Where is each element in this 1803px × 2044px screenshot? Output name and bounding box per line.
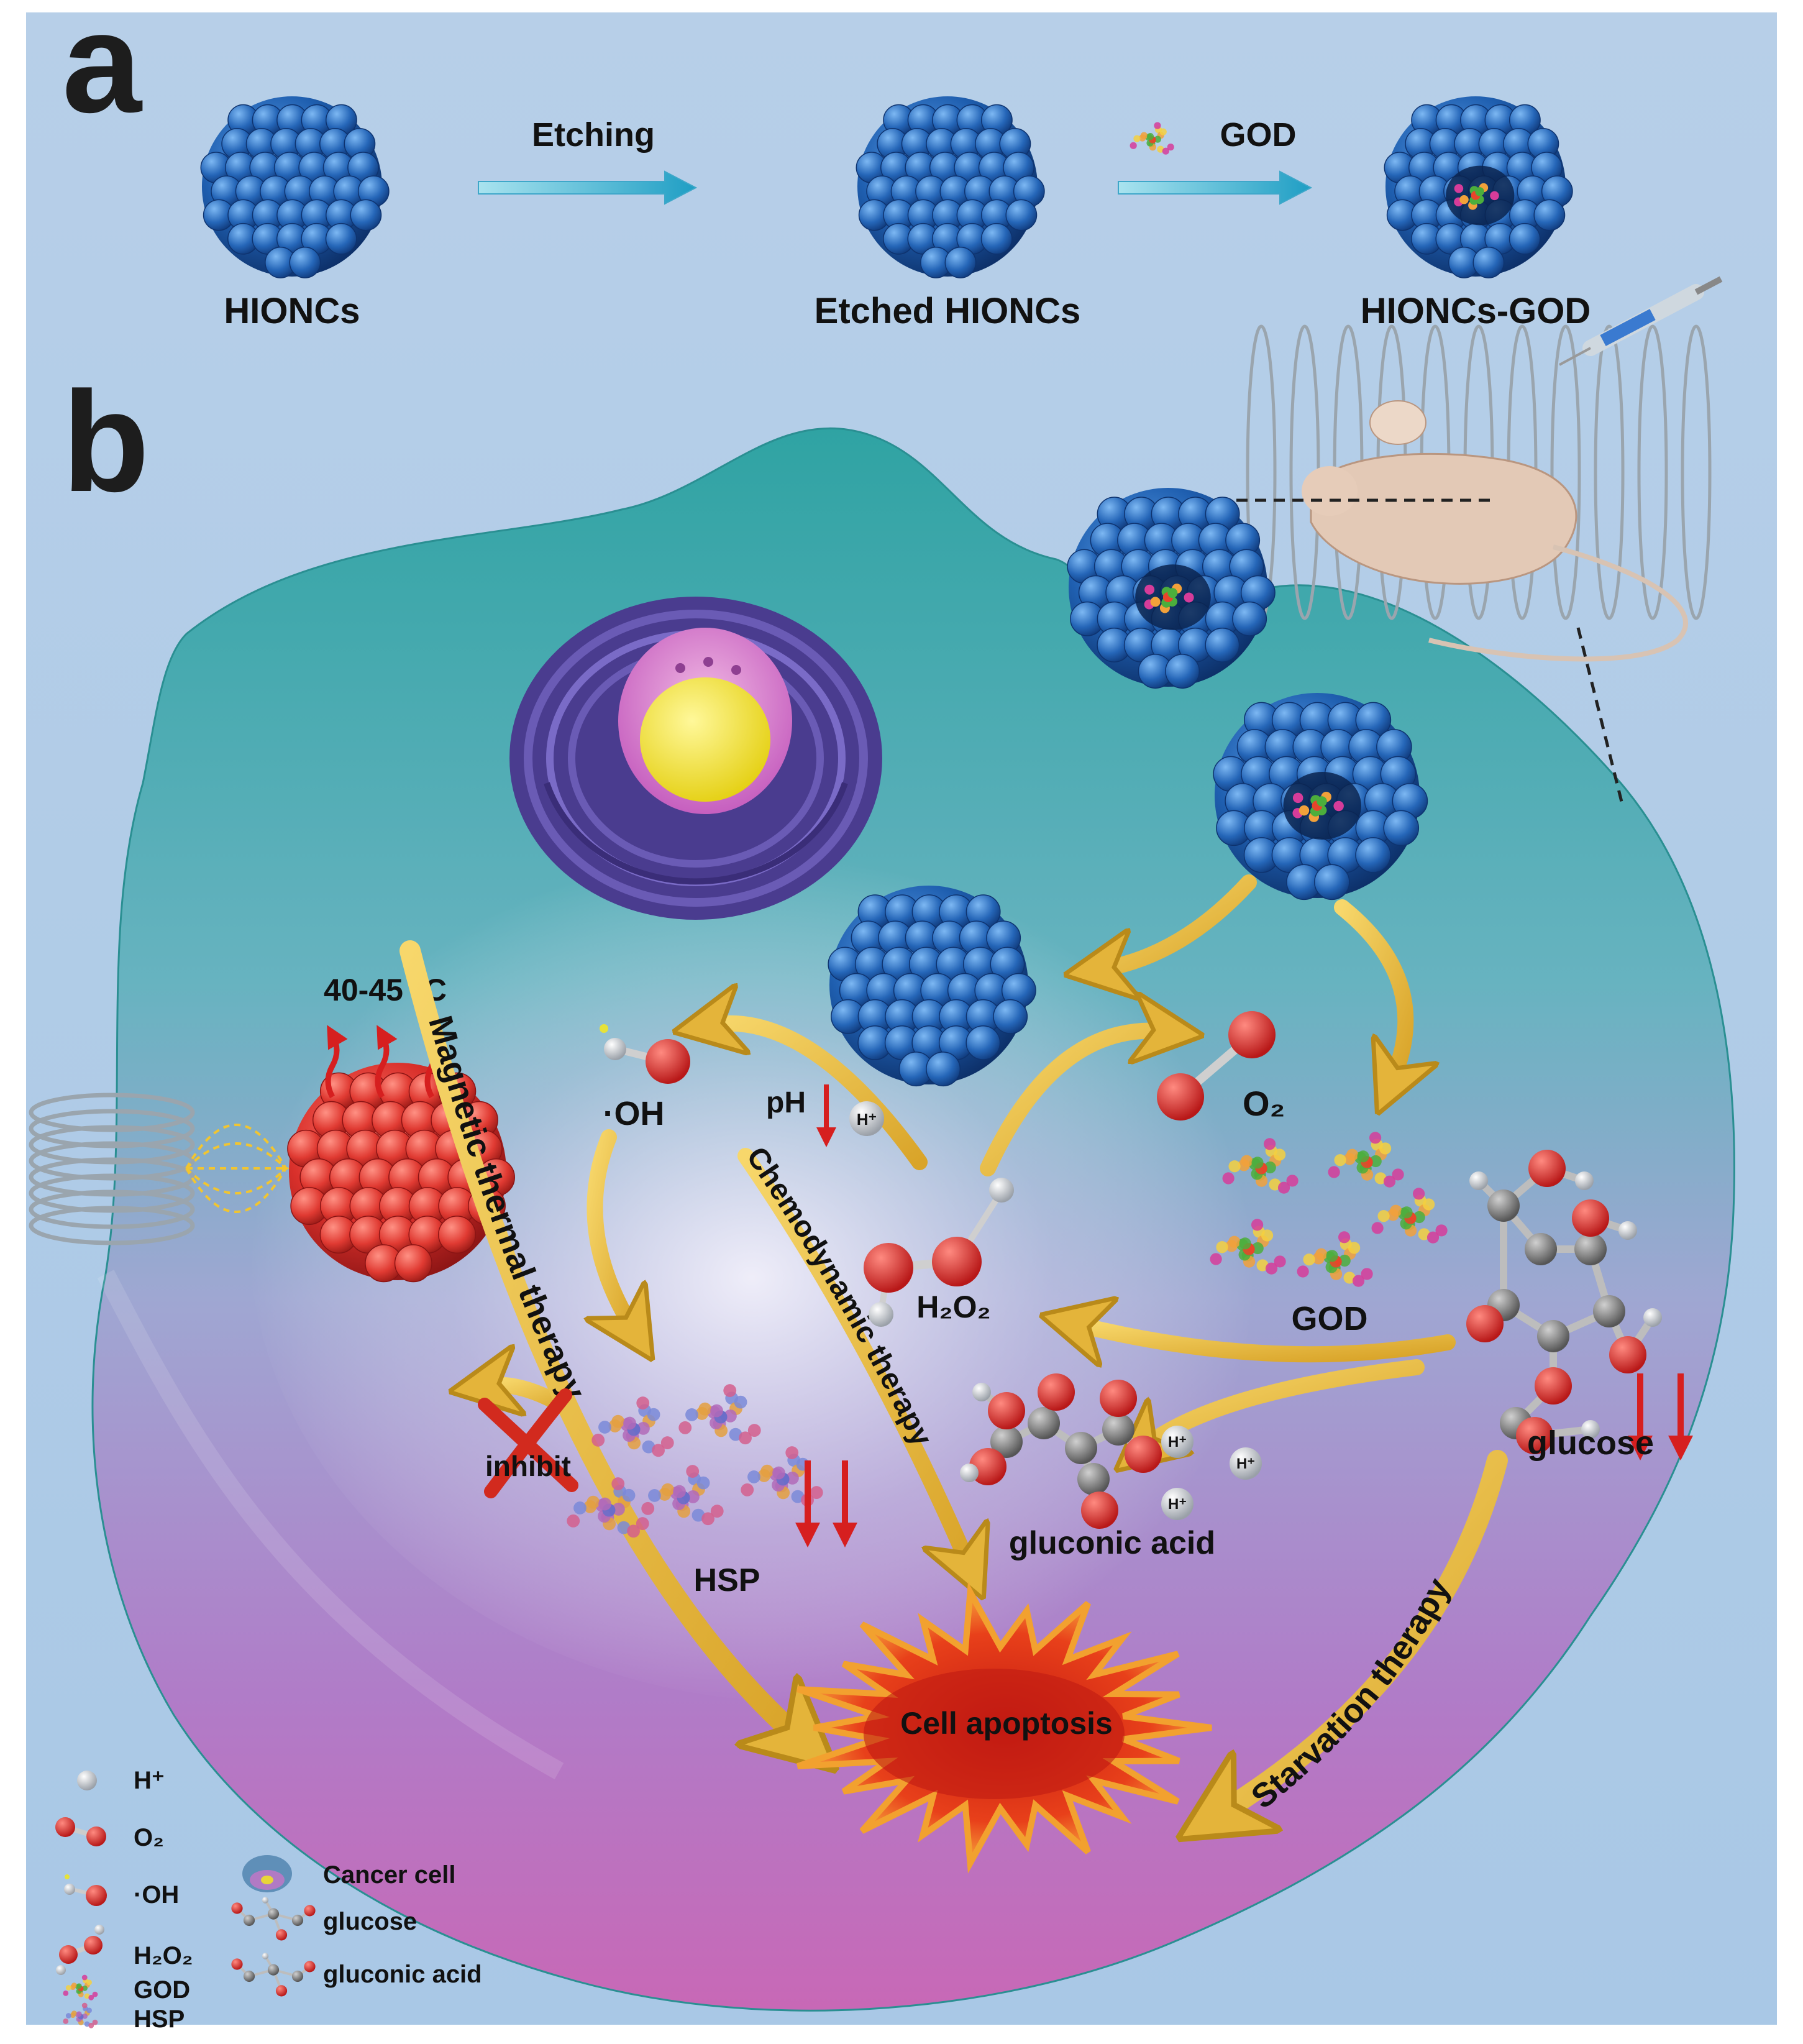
arrow-to-oh <box>708 1024 928 1170</box>
ph-label: pH <box>766 1086 806 1119</box>
oh-molecule <box>600 1024 690 1084</box>
arrow-chemodynamic <box>737 1148 969 1566</box>
o2-molecule <box>1157 1011 1276 1121</box>
mouse-body <box>1310 452 1577 585</box>
hioncs-god-particle <box>1384 96 1573 278</box>
legend-god: GOD <box>63 1974 190 2004</box>
hioncs-god-label: HIONCs-GOD <box>1361 291 1591 331</box>
magnetic-coil <box>29 1093 195 1245</box>
legend-glucose-icon <box>231 1897 316 1941</box>
legend-hsp: HSP <box>63 2002 185 2033</box>
legend-h2o2-icon <box>56 1925 104 1975</box>
legend-god-icon <box>63 1974 98 2000</box>
h2o2-label: H₂O₂ <box>916 1290 990 1324</box>
legend-gluconic-acid: gluconic acid <box>231 1953 482 1997</box>
gold-arrows <box>399 874 1508 1815</box>
nanoparticle-entering <box>1213 693 1428 901</box>
syringe-icon <box>1559 276 1723 366</box>
h-plus-ion <box>849 1101 884 1136</box>
legend-h2o2-label: H₂O₂ <box>134 1942 193 1969</box>
h-plus-1: H⁺ <box>1168 1434 1187 1451</box>
mouse-tail <box>1428 544 1688 662</box>
cell-apoptosis-label: Cell apoptosis <box>900 1706 1113 1741</box>
god-label: GOD <box>1291 1300 1367 1337</box>
legend-hsp-label: HSP <box>134 2005 185 2033</box>
panel-a-letter: a <box>62 0 143 142</box>
hsp-label: HSP <box>694 1562 760 1598</box>
inhibit-x-icon <box>478 1388 578 1498</box>
glucose-down-arrows <box>1628 1373 1693 1460</box>
gluconic-acid-molecule <box>960 1373 1162 1529</box>
legend-oh-label: ·OH <box>134 1881 179 1909</box>
arrow-to-center-particle <box>1100 874 1257 969</box>
legend-glucose: glucose <box>231 1897 417 1941</box>
oh-label: ·OH <box>603 1095 665 1132</box>
legend-oh-icon <box>64 1874 107 1906</box>
mouse-ear <box>1369 400 1426 445</box>
h-plus-ions <box>1161 1426 1262 1520</box>
god-arrow <box>1118 170 1313 205</box>
etched-hioncs-label: Etched HIONCs <box>815 291 1081 331</box>
legend-hsp-icon <box>63 2002 98 2028</box>
legend-cancer-cell: Cancer cell <box>242 1855 455 1892</box>
legend: H⁺ O₂ ·OH <box>55 1767 482 2033</box>
etching-label: Etching <box>532 116 655 154</box>
legend-h-plus-label: H⁺ <box>134 1767 165 1794</box>
field-lines <box>185 1124 290 1213</box>
legend-cancer-cell-label: Cancer cell <box>323 1861 455 1889</box>
glucose-label: glucose <box>1527 1424 1654 1462</box>
h-plus-3: H⁺ <box>1168 1496 1187 1513</box>
legend-h2o2: H₂O₂ <box>56 1925 193 1975</box>
legend-gluconic-acid-icon <box>231 1953 316 1997</box>
gluconic-acid-label: gluconic acid <box>1009 1525 1215 1561</box>
arrow-starvation <box>1218 1450 1508 1815</box>
arrow-to-god <box>1334 899 1405 1081</box>
hioncs-particle <box>200 96 390 278</box>
hsp-proteins <box>567 1384 823 1538</box>
mouse-coil-illustration <box>1218 276 1723 802</box>
legend-god-label: GOD <box>134 1976 190 2004</box>
arrow-to-o2 <box>980 1030 1168 1176</box>
glucose-molecule <box>1466 1150 1662 1454</box>
god-enzyme-icon <box>1130 122 1174 155</box>
etching-arrow <box>478 170 698 205</box>
arrow-to-hsp <box>595 1129 634 1330</box>
mouse-head <box>1302 466 1358 516</box>
zoom-line-side <box>1576 627 1623 802</box>
h-plus-2: H⁺ <box>1236 1455 1255 1472</box>
legend-oh: ·OH <box>64 1874 179 1909</box>
legend-o2-label: O₂ <box>134 1824 164 1851</box>
hioncs-label: HIONCs <box>224 291 360 331</box>
legend-o2-icon <box>55 1817 106 1846</box>
legend-o2: O₂ <box>55 1817 164 1851</box>
arrow-magnetic <box>399 940 801 1740</box>
nucleus-organelle <box>509 597 882 920</box>
etched-hioncs-particle <box>856 96 1045 278</box>
god-arrow-label: GOD <box>1220 116 1296 154</box>
legend-h-plus-icon <box>77 1771 97 1790</box>
h-plus-center-label: H⁺ <box>857 1110 877 1129</box>
arrow-to-h2o2 <box>1075 1324 1456 1354</box>
hsp-down-arrows <box>795 1460 857 1547</box>
legend-glucose-label: glucose <box>323 1908 417 1935</box>
nanoparticle-center <box>828 886 1036 1087</box>
h2o2-molecule <box>864 1178 1014 1327</box>
panel-b-letter: b <box>62 362 150 521</box>
cell-apoptosis-burst <box>797 1582 1212 1874</box>
god-enzymes <box>1210 1132 1448 1287</box>
nanoparticle-membrane <box>1067 488 1276 689</box>
legend-cancer-cell-icon <box>242 1855 292 1892</box>
o2-label: O₂ <box>1243 1084 1285 1123</box>
legend-gluconic-acid-label: gluconic acid <box>323 1961 482 1988</box>
inhibit-label: inhibit <box>485 1450 571 1482</box>
panel-a: a HIONCs Etching Etched HIONCs GOD HIONC… <box>62 0 1591 331</box>
legend-h-plus: H⁺ <box>77 1767 165 1794</box>
